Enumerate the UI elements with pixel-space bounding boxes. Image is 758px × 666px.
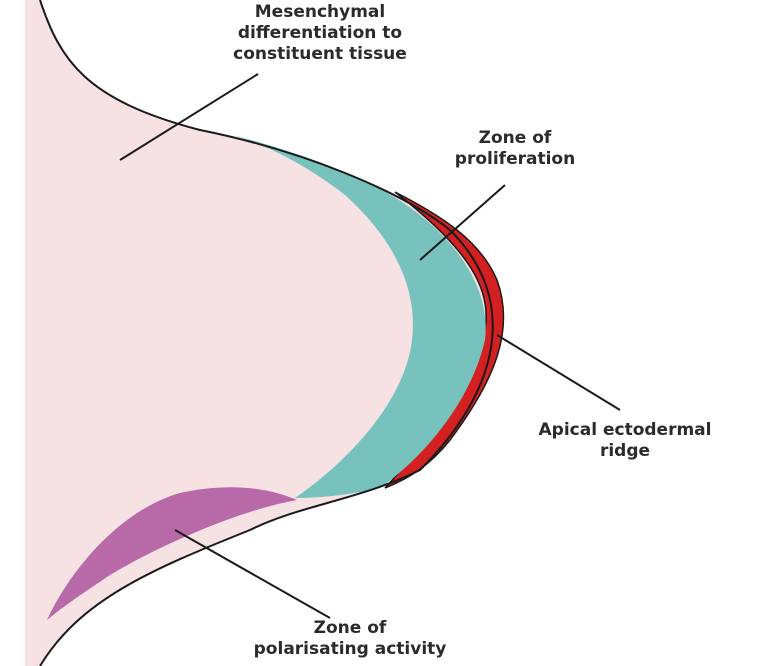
leader-line-aer	[497, 335, 620, 410]
label-line: proliferation	[430, 149, 600, 170]
leader-line-zpa	[175, 530, 330, 618]
label-line: ridge	[500, 441, 750, 462]
label-line: polarisating activity	[205, 639, 495, 660]
label-line: Apical ectodermal	[500, 420, 750, 441]
label-apical-ectodermal-ridge: Apical ectodermal ridge	[500, 420, 750, 462]
label-line: Zone of	[205, 618, 495, 639]
label-zone-of-polarising-activity: Zone of polarisating activity	[205, 618, 495, 660]
label-mesenchymal-differentiation: Mesenchymal differentiation to constitue…	[175, 2, 465, 65]
label-line: differentiation to	[175, 23, 465, 44]
label-zone-of-proliferation: Zone of proliferation	[430, 128, 600, 170]
label-line: Zone of	[430, 128, 600, 149]
label-line: Mesenchymal	[175, 2, 465, 23]
label-line: constituent tissue	[175, 44, 465, 65]
